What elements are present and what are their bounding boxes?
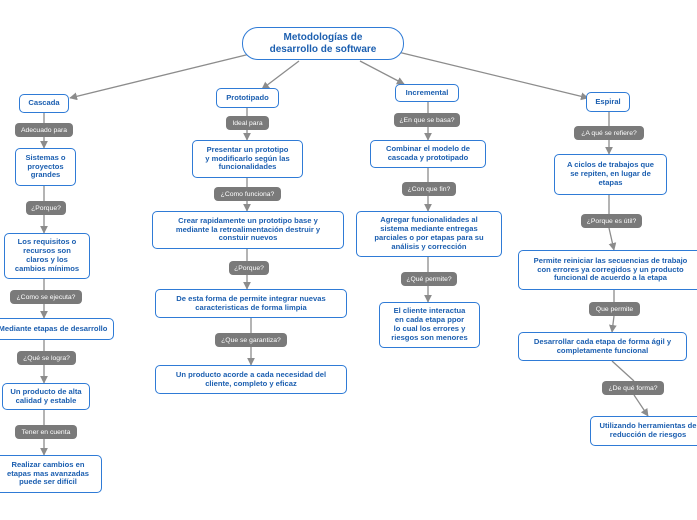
espiral-answer-3[interactable]: Desarrollar cada etapa de forma ágil y c… [518, 332, 687, 361]
espiral-question-2-label: ¿Porque es útil? [586, 217, 637, 225]
cascada-answer-1[interactable]: Sistemas o proyectos grandes [15, 148, 76, 186]
cascada-answer-2[interactable]: Los requisitos o recursos son claros y l… [4, 233, 90, 279]
incremental-question-2-label: ¿Con que fin? [407, 185, 451, 193]
prototipado-answer-2-label: Crear rapidamente un prototipo base y me… [175, 215, 321, 243]
prototipado-question-2-label: ¿Como funciona? [220, 190, 275, 198]
cascada-question-2[interactable]: ¿Porque? [26, 201, 66, 215]
prototipado-question-2[interactable]: ¿Como funciona? [214, 187, 281, 201]
incremental-question-3-label: ¿Qué permite? [406, 275, 452, 283]
prototipado-question-4-label: ¿Que se garantiza? [221, 336, 281, 344]
espiral-question-1-label: ¿A qué se refiere? [581, 129, 637, 137]
espiral-question-3[interactable]: Que permite [589, 302, 640, 316]
cascada-question-5-label: Tener en cuenta [21, 428, 71, 436]
espiral-question-3-label: Que permite [595, 305, 634, 313]
cascada-answer-5[interactable]: Realizar cambios en etapas mas avanzadas… [0, 455, 102, 493]
cascada-answer-4-label: Un producto de alta calidad y estable [10, 386, 82, 405]
espiral-answer-4-label: Utilizando herramientas de reducción de … [599, 421, 697, 439]
cascada-answer-1-label: Sistemas o proyectos grandes [25, 152, 66, 180]
prototipado-answer-2[interactable]: Crear rapidamente un prototipo base y me… [152, 211, 344, 249]
espiral-answer-3-label: Desarrollar cada etapa de forma ágil y c… [533, 336, 672, 355]
branch-espiral-label: Espiral [595, 96, 621, 106]
cascada-answer-4[interactable]: Un producto de alta calidad y estable [2, 383, 90, 410]
espiral-answer-2[interactable]: Permite reiniciar las secuencias de trab… [518, 250, 697, 290]
incremental-answer-2[interactable]: Agregar funcionalidades al sistema media… [356, 211, 502, 257]
branch-prototipado-label: Prototipado [226, 92, 269, 102]
cascada-question-2-label: ¿Porque? [31, 204, 61, 212]
prototipado-answer-3-label: De esta forma de permite integrar nuevas… [176, 293, 326, 312]
prototipado-question-3-label: ¿Porque? [234, 264, 264, 272]
prototipado-answer-4-label: Un producto acorde a cada necesidad del … [175, 369, 327, 388]
incremental-answer-3-label: El cliente interactua en cada etapa ppor… [391, 306, 468, 342]
cascada-question-4[interactable]: ¿Qué se logra? [17, 351, 76, 365]
espiral-question-2[interactable]: ¿Porque es útil? [581, 214, 642, 228]
branch-espiral[interactable]: Espiral [586, 92, 630, 112]
prototipado-question-3[interactable]: ¿Porque? [229, 261, 269, 275]
prototipado-answer-4[interactable]: Un producto acorde a cada necesidad del … [155, 365, 347, 394]
branch-cascada[interactable]: Cascada [19, 94, 69, 113]
espiral-answer-1-label: A ciclos de trabajos que se repiten, en … [566, 160, 655, 187]
prototipado-question-4[interactable]: ¿Que se garantiza? [215, 333, 287, 347]
prototipado-answer-3[interactable]: De esta forma de permite integrar nuevas… [155, 289, 347, 318]
prototipado-answer-1[interactable]: Presentar un prototipo y modificarlo seg… [192, 140, 303, 178]
incremental-answer-2-label: Agregar funcionalidades al sistema media… [374, 215, 484, 251]
incremental-question-3[interactable]: ¿Qué permite? [401, 272, 457, 286]
root-topic[interactable]: Metodologías de desarrollo de software [242, 27, 404, 60]
prototipado-answer-1-label: Presentar un prototipo y modificarlo seg… [205, 144, 290, 172]
cascada-answer-5-label: Realizar cambios en etapas mas avanzadas… [7, 459, 89, 487]
cascada-question-1-label: Adecuado para [20, 126, 68, 134]
incremental-answer-3[interactable]: El cliente interactua en cada etapa ppor… [379, 302, 480, 348]
espiral-question-4-label: ¿De qué forma? [608, 384, 658, 392]
cascada-question-4-label: ¿Qué se logra? [23, 354, 70, 362]
cascada-answer-3[interactable]: Mediante etapas de desarrollo [0, 318, 114, 340]
branch-prototipado[interactable]: Prototipado [216, 88, 279, 108]
incremental-answer-1[interactable]: Combinar el modelo de cascada y prototip… [370, 140, 486, 168]
cascada-question-3[interactable]: ¿Como se ejecuta? [10, 290, 82, 304]
branch-incremental[interactable]: Incremental [395, 84, 459, 102]
prototipado-question-1-label: Ideal para [232, 119, 263, 127]
espiral-answer-2-label: Permite reiniciar las secuencias de trab… [533, 255, 688, 283]
cascada-question-5[interactable]: Tener en cuenta [15, 425, 77, 439]
espiral-answer-4[interactable]: Utilizando herramientas de reducción de … [590, 416, 697, 446]
branch-cascada-label: Cascada [28, 98, 60, 108]
prototipado-question-1[interactable]: Ideal para [226, 116, 269, 130]
incremental-question-2[interactable]: ¿Con que fin? [402, 182, 456, 196]
cascada-answer-3-label: Mediante etapas de desarrollo [0, 323, 108, 333]
branch-incremental-label: Incremental [405, 87, 449, 97]
cascada-question-1[interactable]: Adecuado para [15, 123, 73, 137]
root-topic-label: Metodologías de desarrollo de software [269, 31, 377, 55]
incremental-question-1[interactable]: ¿En que se basa? [394, 113, 460, 127]
espiral-answer-1[interactable]: A ciclos de trabajos que se repiten, en … [554, 154, 667, 195]
cascada-answer-2-label: Los requisitos o recursos son claros y l… [14, 237, 80, 273]
incremental-question-1-label: ¿En que se basa? [399, 116, 455, 124]
espiral-question-1[interactable]: ¿A qué se refiere? [574, 126, 644, 140]
incremental-answer-1-label: Combinar el modelo de cascada y prototip… [386, 144, 470, 162]
espiral-question-4[interactable]: ¿De qué forma? [602, 381, 664, 395]
cascada-question-3-label: ¿Como se ejecuta? [16, 293, 76, 301]
